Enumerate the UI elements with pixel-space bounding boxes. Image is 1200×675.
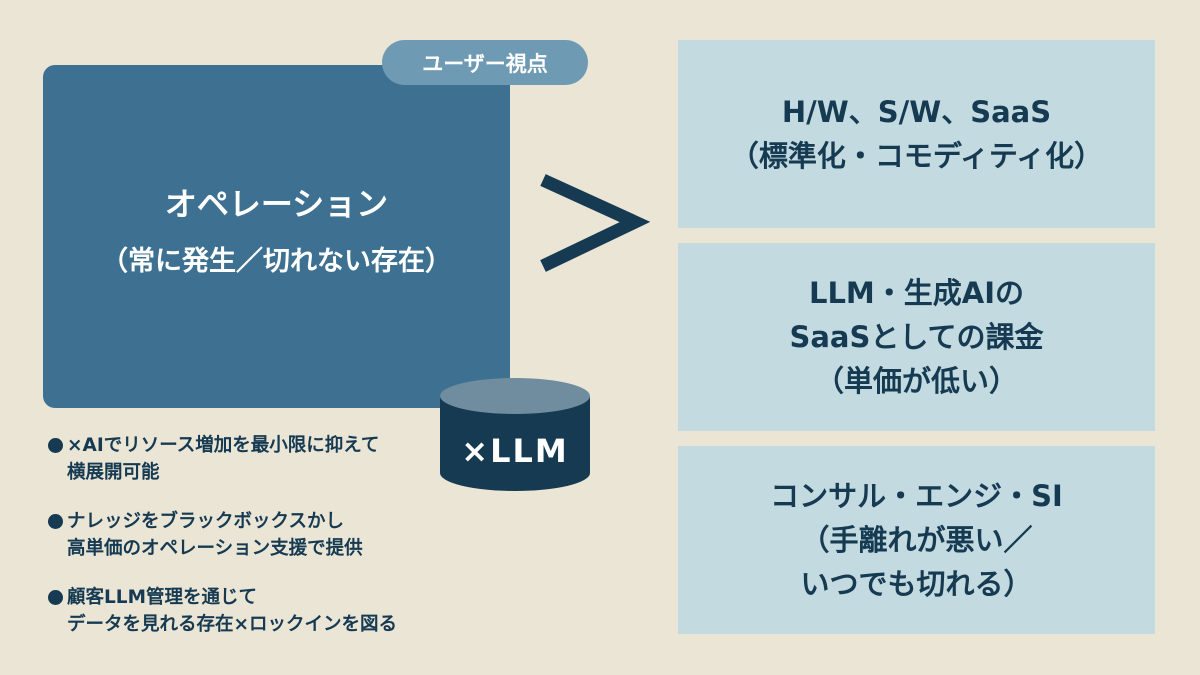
bullet-dot-icon (48, 514, 63, 529)
box-line: いつでも切れる） (800, 567, 1033, 601)
bullet-line: 高単価のオペレーション支援で提供 (67, 538, 363, 559)
consulting-si-box: コンサル・エンジ・SI （手離れが悪い／ いつでも切れる） (678, 446, 1155, 634)
bullet-line: ナレッジをブラックボックスかし (67, 511, 344, 532)
bullet-line: 横展開可能 (67, 462, 160, 483)
bullet-item: 顧客LLM管理を通じてデータを見れる存在×ロックインを図る (48, 584, 397, 638)
bullet-list: ×AIでリソース増加を最小限に抑えて横展開可能 ナレッジをブラックボックスかし高… (48, 432, 397, 660)
operation-title: オペレーション (164, 185, 389, 223)
box-line: LLM・生成AIの (808, 276, 1025, 310)
bullet-item: ×AIでリソース増加を最小限に抑えて横展開可能 (48, 432, 397, 486)
box-line: コンサル・エンジ・SI (770, 479, 1063, 513)
bullet-line: 顧客LLM管理を通じて (67, 587, 257, 608)
operation-box: オペレーション （常に発生／切れない存在） (43, 65, 510, 408)
bullet-dot-icon (48, 590, 63, 605)
bullet-line: ×AIでリソース増加を最小限に抑えて (67, 435, 380, 456)
bullet-item: ナレッジをブラックボックスかし高単価のオペレーション支援で提供 (48, 508, 397, 562)
box-line: H/W、S/W、SaaS (781, 95, 1052, 129)
hw-sw-saas-box: H/W、S/W、SaaS （標準化・コモディティ化） (678, 40, 1155, 228)
bullet-dot-icon (48, 438, 63, 453)
database-cylinder-icon (440, 378, 590, 491)
greater-than-icon (540, 174, 650, 272)
llm-label: ×LLM (461, 432, 569, 470)
llm-saas-box: LLM・生成AIの SaaSとしての課金 （単価が低い） (678, 243, 1155, 431)
box-line: （手離れが悪い／ (800, 523, 1033, 557)
box-line: SaaSとしての課金 (789, 320, 1044, 354)
user-perspective-badge: ユーザー視点 (382, 40, 588, 85)
operation-subtitle: （常に発生／切れない存在） (101, 246, 452, 277)
bullet-line: データを見れる存在×ロックインを図る (67, 614, 398, 635)
box-line: （標準化・コモディティ化） (729, 139, 1104, 173)
box-line: （単価が低い） (814, 364, 1018, 398)
